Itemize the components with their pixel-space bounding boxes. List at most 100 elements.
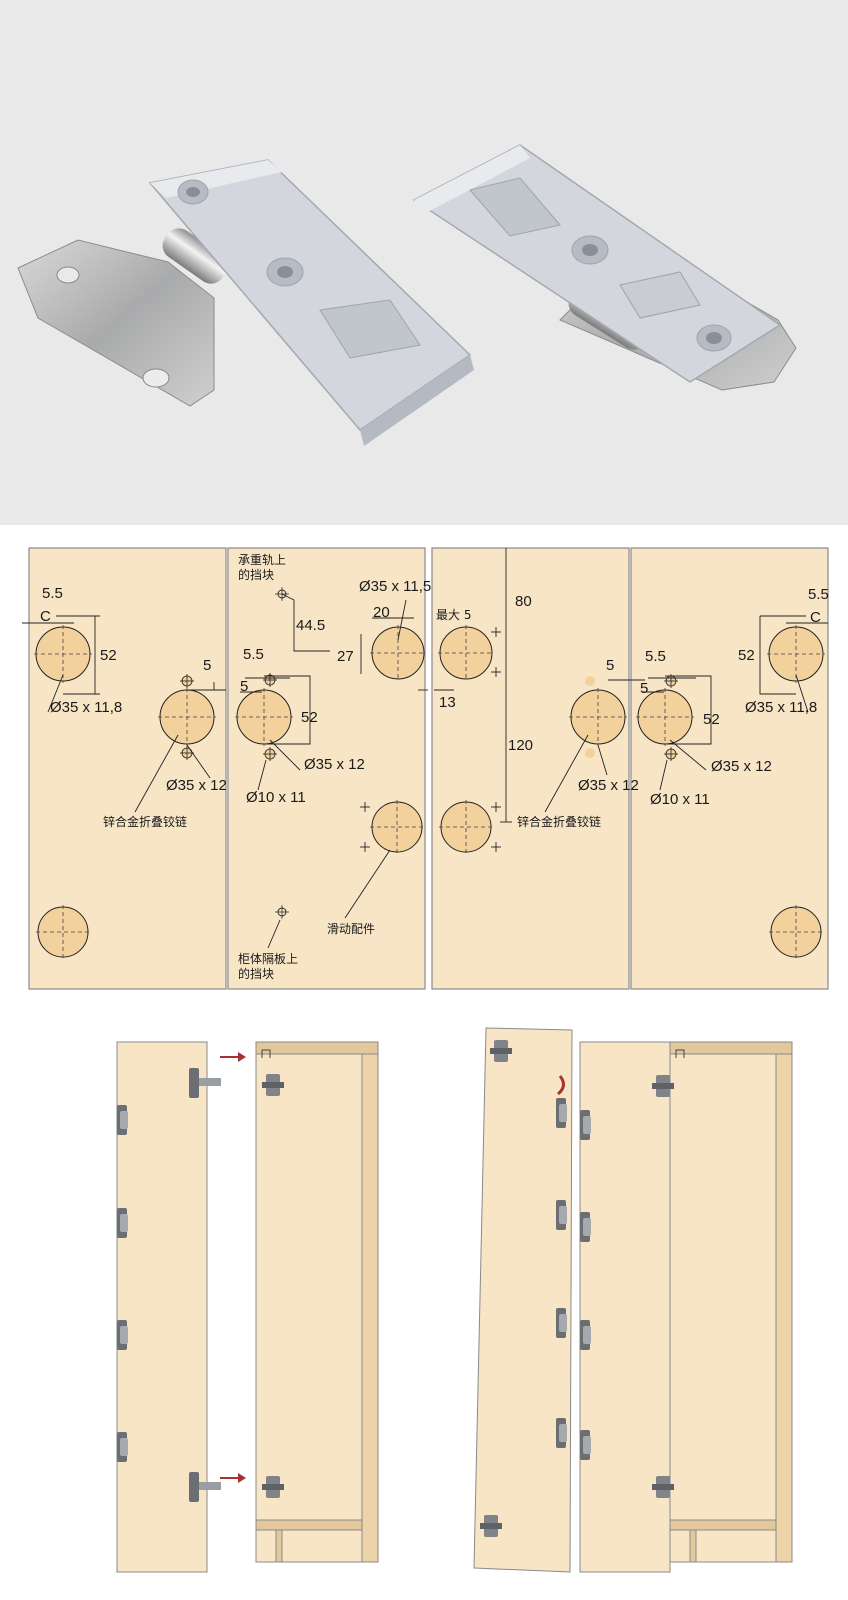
p4-dim-52: 52 <box>703 711 720 728</box>
p2-cup-label: Ø35 x 12 <box>304 756 365 773</box>
left-door-bracket-3 <box>117 1320 128 1350</box>
p1-dim-c: C <box>40 608 51 625</box>
p4-cup-label: Ø35 x 12 <box>711 758 772 775</box>
left-door-bracket-4 <box>117 1432 128 1462</box>
p1-hinge-cup-hole <box>158 688 216 746</box>
p1-hinge-cup-label: Ø35 x 12 <box>166 777 227 794</box>
p3-hinge-note-leader <box>544 734 589 813</box>
p1-bottom-hole <box>36 905 90 959</box>
left-cabinet-plate-top <box>262 1074 284 1096</box>
p2-dim-27: 27 <box>337 648 354 665</box>
p4-top-cup-hole <box>767 625 825 683</box>
folding-door-panel <box>473 1027 573 1573</box>
p3-cup-leader <box>597 744 608 776</box>
folding-hinge-right-half <box>412 144 797 391</box>
p2-pin-label: Ø10 x 11 <box>246 789 306 806</box>
p4-dim-52-line <box>665 675 712 745</box>
p4-top-dim-5-5: 5.5 <box>808 586 829 603</box>
p3-dim-13: 13 <box>439 694 456 711</box>
p3-pin-top <box>585 676 595 686</box>
right-door-bracket-3 <box>580 1320 591 1350</box>
p3-bottom-plus-2 <box>491 842 501 852</box>
p4-top-dim-c: C <box>810 609 821 626</box>
p4-top-cup-label: Ø35 x 11,8 <box>745 699 817 716</box>
p4-pin-label: Ø10 x 11 <box>650 791 710 808</box>
p4-cup-hole <box>636 688 694 746</box>
p3-max-label: 最大 5 <box>436 608 471 622</box>
p4-dim-5-5: 5.5 <box>645 648 666 665</box>
p4-top-dim-52-line <box>759 616 796 695</box>
p1-dim-52: 52 <box>100 647 117 664</box>
p2-bottom-note: 柜体隔板上的挡块 <box>238 952 298 981</box>
p1-cup-leader <box>47 674 64 713</box>
left-door-bracket-1 <box>117 1105 128 1135</box>
p4-pin-top <box>664 674 678 688</box>
p2-slide-note: 滑动配件 <box>327 922 375 936</box>
p2-slide-plus-2 <box>360 842 370 852</box>
p3-pin-bottom <box>585 748 595 758</box>
right-fold-bracket-1 <box>556 1098 567 1128</box>
right-fold-top-slide <box>490 1040 512 1062</box>
p1-dim-5-5: 5.5 <box>42 585 63 602</box>
p2-dim-44-5: 44.5 <box>296 617 325 634</box>
left-arrow-bottom <box>220 1473 246 1483</box>
p2-slide-hole <box>370 800 424 854</box>
p1-hinge-note: 锌合金折叠铰链 <box>103 814 187 829</box>
p1-hinge-pin-top <box>180 674 194 688</box>
left-door-bracket-2 <box>117 1208 128 1238</box>
p2-pin-top <box>263 673 277 687</box>
p4-top-dim-52: 52 <box>738 647 755 664</box>
p2-top-cup-hole <box>370 625 426 681</box>
p3-hinge-note: 锌合金折叠铰链 <box>517 814 601 829</box>
p3-bottom-plus-1 <box>491 802 501 812</box>
p1-cup-label: Ø35 x 11,8 <box>50 699 122 716</box>
left-cabinet-plate-bottom <box>262 1476 284 1498</box>
right-door-panel <box>579 1041 671 1573</box>
p4-pin-leader <box>659 759 668 791</box>
right-cabinet-plate-top <box>652 1075 674 1097</box>
p1-hinge-dim-5: 5 <box>203 657 211 674</box>
p3-dim-80: 80 <box>515 593 532 610</box>
right-cabinet-plate-bottom <box>652 1476 674 1498</box>
right-fold-arrow <box>557 1075 565 1096</box>
right-fold-bracket-4 <box>556 1418 567 1448</box>
p2-slide-plus-1 <box>360 802 370 812</box>
left-bottom-hinge-arm <box>189 1472 221 1502</box>
p4-pin-bottom <box>664 747 678 761</box>
right-top-stop-mark <box>675 1049 685 1058</box>
p2-dim-5: 5 <box>240 678 248 695</box>
right-fold-bottom-slide <box>480 1515 502 1537</box>
p1-hinge-pin-bottom <box>180 746 194 760</box>
p2-cup-leader <box>269 739 301 771</box>
right-fold-bracket-2 <box>556 1200 567 1230</box>
p2-bottom-leader <box>267 919 281 949</box>
p1-hinge-note-leader <box>134 734 179 813</box>
right-fold-bracket-3 <box>556 1308 567 1338</box>
p2-slide-leader <box>344 849 391 919</box>
p2-dim-52-line <box>264 675 311 745</box>
p3-cup-label: Ø35 x 12 <box>578 777 639 794</box>
folding-hinge-left-half <box>17 159 474 446</box>
p2-dim-5-5: 5.5 <box>243 646 264 663</box>
p2-pin-bottom <box>263 747 277 761</box>
p3-hinge-cup-hole <box>569 688 627 746</box>
p3-top-hole <box>438 625 494 681</box>
technical-drawing: 5.5 C 52 Ø35 x 11,8 5 Ø35 x 12 锌合金折叠铰链 承… <box>0 525 848 995</box>
p3-top-plus-2 <box>491 667 501 677</box>
left-top-hinge-arm <box>189 1068 221 1098</box>
p2-dim-52: 52 <box>301 709 318 726</box>
right-door-bracket-2 <box>580 1212 591 1242</box>
right-cabinet-side <box>669 1041 793 1563</box>
p1-hinge-cup-leader <box>186 744 211 779</box>
p2-top-cup-leader <box>397 599 407 641</box>
door-panel-3 <box>431 547 630 990</box>
p4-bottom-hole <box>769 905 823 959</box>
p2-top-note: 承重轨上的挡块 <box>238 553 286 582</box>
p2-bottom-stopper <box>275 905 289 919</box>
door-panel-2 <box>227 547 426 990</box>
p1-cup-hole <box>34 625 92 683</box>
p2-dim-44-5-line <box>281 593 330 652</box>
p3-top-plus-1 <box>491 627 501 637</box>
p4-cup-leader <box>669 739 707 771</box>
